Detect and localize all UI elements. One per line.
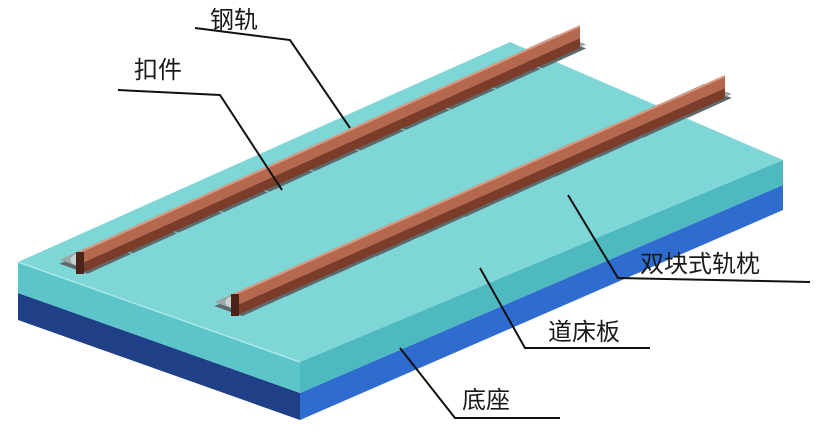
leader-base	[399, 347, 560, 419]
leader-sleeper	[567, 194, 811, 283]
base-side	[300, 185, 783, 420]
slab-front	[18, 262, 300, 393]
leader-rail	[194, 27, 351, 129]
slab-edge	[17, 261, 301, 363]
slab-side	[300, 160, 783, 393]
label-sleeper: 双块式轨枕	[640, 250, 760, 278]
rail	[231, 75, 726, 316]
leader-slab	[479, 267, 650, 349]
slab-top	[18, 42, 783, 362]
label-base: 底座	[462, 386, 510, 414]
label-fastener: 扣件	[134, 56, 182, 84]
rail	[76, 25, 581, 274]
leader-fastener	[117, 89, 283, 191]
label-slab: 道床板	[548, 318, 620, 346]
rail-group	[76, 25, 726, 316]
base-front	[18, 293, 300, 420]
label-rail: 钢轨	[210, 6, 258, 34]
